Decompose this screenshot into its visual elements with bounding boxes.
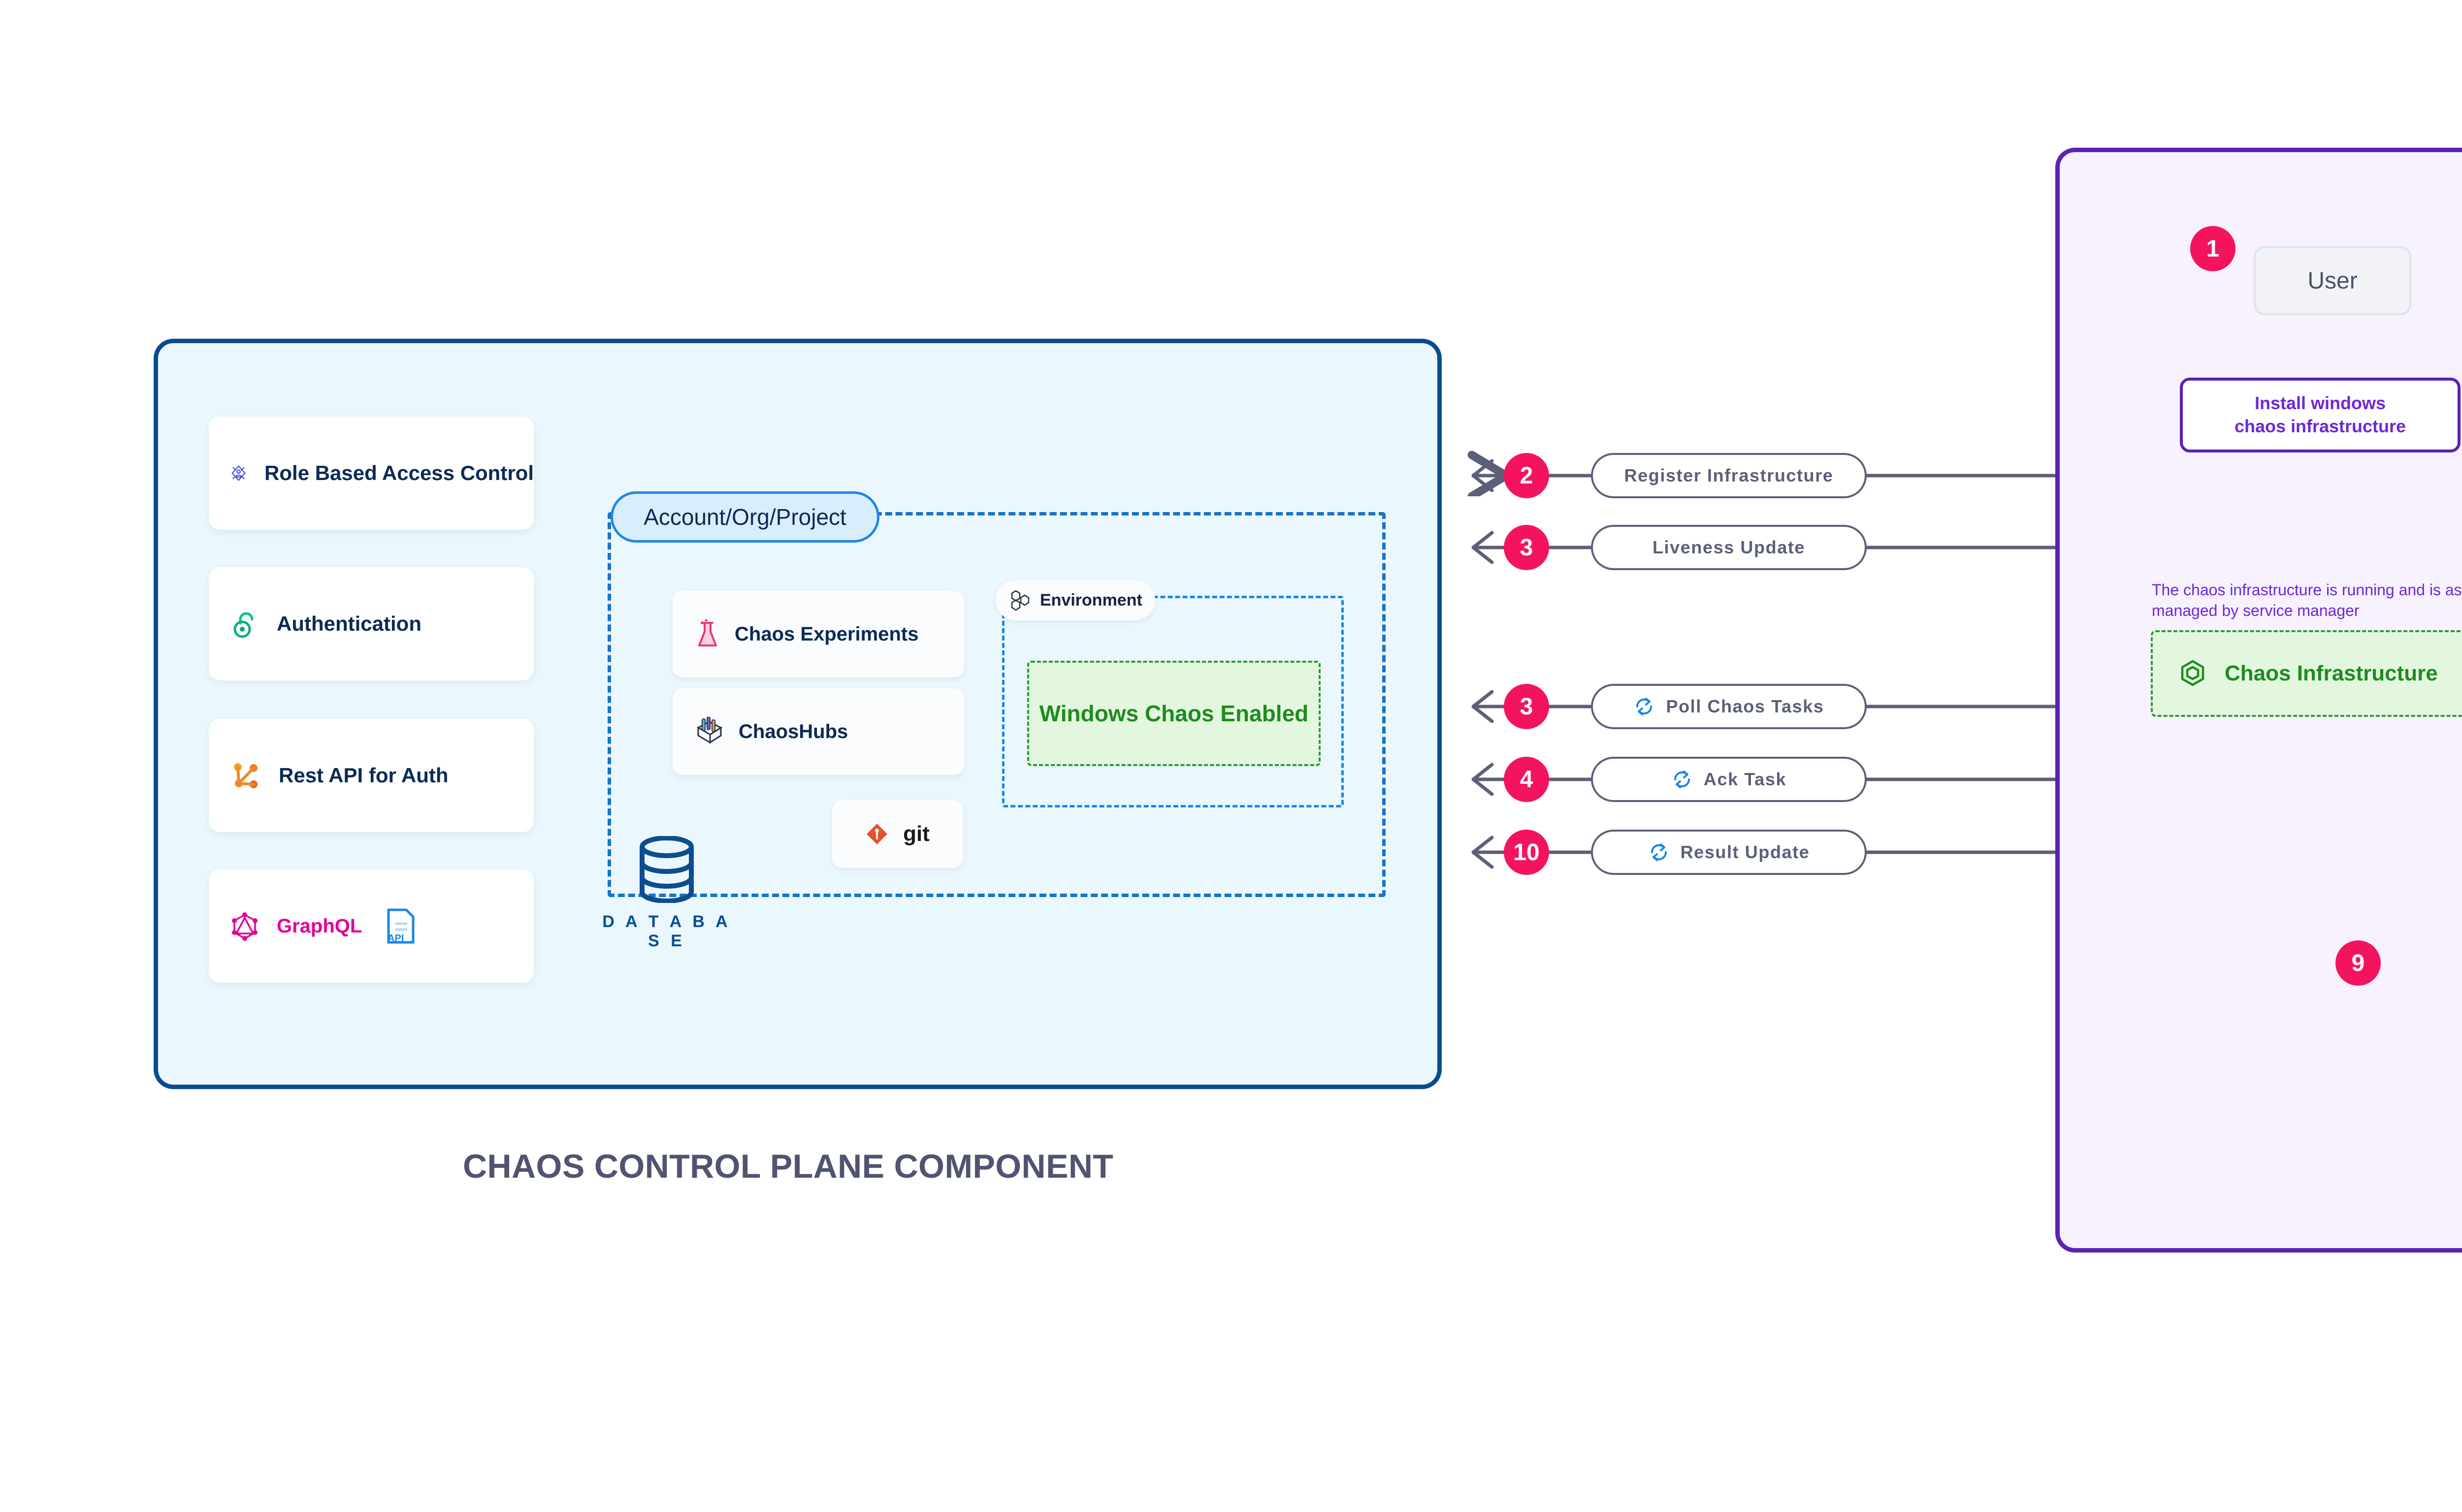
node-user[interactable]: User — [2254, 246, 2411, 315]
connector-pill[interactable]: Poll Chaos Tasks — [1591, 684, 1867, 729]
card-chaoshubs[interactable]: ChaosHubs — [673, 688, 964, 775]
connector-label: Result Update — [1680, 842, 1810, 862]
flask-icon — [698, 619, 717, 646]
card-label: ChaosHubs — [739, 720, 848, 742]
git-icon — [867, 824, 888, 844]
svg-text:API: API — [388, 933, 404, 944]
card-git[interactable]: git — [832, 800, 963, 868]
database-node: D A T A B A S E — [593, 836, 741, 951]
card-label: Chaos Experiments — [735, 623, 919, 645]
connector-label: Poll Chaos Tasks — [1666, 696, 1824, 716]
harness-hexagon-icon — [2181, 660, 2204, 686]
step-badge-1: 1 — [2190, 226, 2235, 271]
connector-row-poll-chaos-tasks: 3 Poll Chaos Tasks — [1504, 684, 1867, 729]
connector-pill[interactable]: Ack Task — [1591, 757, 1867, 802]
account-scope-label: Account/Org/Project — [644, 504, 846, 530]
hexagon-cluster-icon — [1011, 590, 1030, 611]
card-rest-api-for-auth[interactable]: Rest API for Auth — [209, 719, 534, 832]
card-label: Rest API for Auth — [279, 764, 449, 787]
step-badge-9: 9 — [2335, 940, 2381, 986]
card-authentication[interactable]: Authentication — [209, 567, 534, 680]
api-document-icon: API — [387, 908, 415, 944]
step-badge: 3 — [1504, 525, 1549, 570]
sync-icon — [1636, 698, 1652, 715]
connector-label: Liveness Update — [1652, 537, 1806, 557]
sync-icon — [1651, 843, 1667, 861]
step-badge: 10 — [1504, 830, 1549, 875]
test-tube-rack-icon — [696, 717, 723, 744]
note-infrastructure-running: The chaos infrastructure is running and … — [2152, 581, 2462, 620]
connector-row-register-infrastructure: 2 Register Infrastructure — [1504, 453, 1867, 498]
card-label: Authentication — [277, 612, 421, 635]
card-label: GraphQL — [277, 915, 362, 937]
rbac-icon — [231, 465, 246, 481]
node-install-windows-chaos-infrastructure[interactable]: Install windows chaos infrastructure — [2180, 378, 2461, 452]
card-label: Role Based Access Control — [264, 461, 534, 484]
graphql-icon — [232, 912, 258, 941]
card-graphql[interactable]: GraphQL API — [209, 869, 534, 983]
node-label: Chaos Infrastructure — [2225, 661, 2438, 685]
database-icon — [640, 836, 694, 903]
node-label: User — [2307, 267, 2358, 294]
account-org-project-region — [608, 512, 1386, 897]
account-org-project-pill[interactable]: Account/Org/Project — [611, 491, 879, 543]
node-label: Install windows chaos infrastructure — [2234, 393, 2406, 436]
connector-pill[interactable]: Liveness Update — [1591, 525, 1867, 570]
card-role-based-access-control[interactable]: Role Based Access Control — [209, 417, 534, 530]
environment-region — [1002, 596, 1344, 807]
control-plane-title: CHAOS CONTROL PLANE COMPONENT — [463, 1148, 1114, 1185]
rest-api-icon — [234, 763, 258, 788]
step-badge: 2 — [1504, 453, 1549, 498]
connector-row-result-update: 10 Result Update — [1504, 830, 1867, 875]
step-badge: 3 — [1504, 684, 1549, 729]
connector-pill[interactable]: Register Infrastructure — [1591, 453, 1867, 498]
lock-icon — [233, 612, 254, 638]
connector-row-liveness-update: 3 Liveness Update — [1504, 525, 1867, 570]
environment-pill[interactable]: Environment — [996, 580, 1155, 620]
database-label: D A T A B A S E — [602, 912, 731, 950]
card-label: git — [903, 822, 930, 846]
step-badge: 4 — [1504, 757, 1549, 802]
windows-chaos-enabled-box: Windows Chaos Enabled — [1027, 661, 1321, 766]
sync-icon — [1674, 771, 1690, 788]
node-chaos-infrastructure[interactable]: Chaos Infrastructure — [2151, 630, 2462, 717]
card-chaos-experiments[interactable]: Chaos Experiments — [673, 591, 964, 677]
windows-chaos-label: Windows Chaos Enabled — [1039, 700, 1309, 726]
connector-row-ack-task: 4 Ack Task — [1504, 757, 1867, 802]
connector-pill[interactable]: Result Update — [1591, 830, 1867, 875]
connector-label: Ack Task — [1703, 769, 1787, 789]
connector-label: Register Infrastructure — [1624, 465, 1834, 485]
environment-label: Environment — [1040, 590, 1142, 610]
